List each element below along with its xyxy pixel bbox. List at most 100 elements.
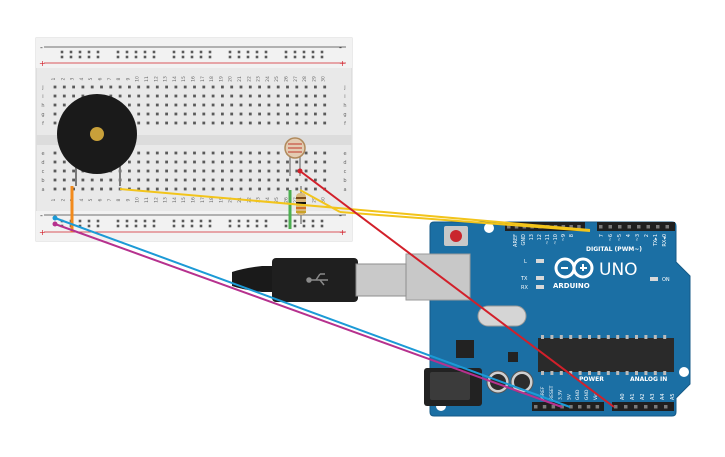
arduino-uno: UNO ARDUINO L TX RX ON DIGITAL (PWM~) PO… (405, 221, 691, 417)
analog-pin-label: A3 (650, 393, 656, 400)
rail-hole (181, 219, 185, 223)
header-pin (644, 405, 648, 409)
breadboard-hole (174, 112, 178, 116)
header-pin (664, 405, 668, 409)
column-number: 4 (79, 198, 85, 201)
breadboard-hole (221, 187, 224, 191)
breadboard-hole (62, 178, 66, 182)
rail-hole (237, 50, 241, 54)
rail-plus-br: + (339, 228, 346, 237)
breadboard-hole (239, 121, 243, 125)
breadboard-hole (239, 187, 243, 191)
breadboard-hole (267, 112, 271, 116)
breadboard-hole (211, 187, 215, 191)
rail-hole (143, 50, 147, 54)
breadboard-hole (193, 85, 196, 89)
breadboard-hole (62, 160, 66, 164)
breadboard-hole (314, 178, 317, 182)
column-number: 11 (144, 76, 150, 82)
rail-hole (143, 219, 147, 223)
breadboard-hole (128, 94, 131, 98)
breadboard-hole (258, 112, 261, 116)
mount-hole-tl (484, 223, 494, 233)
chip-pin (663, 371, 667, 375)
breadboard-hole (53, 160, 57, 164)
rail-hole (264, 224, 268, 228)
header-pin (542, 405, 547, 409)
breadboard-hole (146, 121, 150, 125)
header-pin (507, 225, 511, 229)
analog-pin-label: A5 (670, 393, 676, 400)
breadboard-hole (165, 121, 168, 125)
column-number: 17 (200, 76, 206, 82)
breadboard-hole (146, 112, 150, 116)
chip-pin (616, 371, 620, 375)
breadboard-hole (314, 169, 317, 173)
breadboard-hole (267, 178, 271, 182)
breadboard-hole (109, 178, 113, 182)
breadboard-hole (137, 85, 141, 89)
red-wire (299, 170, 615, 408)
digital-pin-label: GND (521, 234, 527, 246)
row-letter: i (344, 94, 345, 100)
breadboard-hole (183, 94, 187, 98)
breadboard-hole (90, 85, 94, 89)
breadboard-hole (221, 160, 224, 164)
breadboard-hole (193, 94, 196, 98)
breadboard-hole (239, 103, 243, 107)
breadboard-hole (230, 85, 234, 89)
digital-pin-label: 4 (626, 234, 632, 237)
power-pin-label: RESET (549, 385, 555, 400)
breadboard-hole (72, 169, 75, 173)
digital-pin-label: 7 (599, 234, 605, 237)
row-letter: f (42, 121, 44, 127)
breadboard-hole (230, 103, 234, 107)
header-pin (586, 405, 591, 409)
breadboard-hole (239, 169, 243, 173)
chip-pin (588, 371, 591, 375)
column-number: 3 (70, 77, 76, 80)
digital-pin-label: ~5 (617, 234, 623, 241)
column-number: 29 (311, 197, 317, 203)
breadboard-hole (193, 160, 196, 164)
rail-hole (69, 55, 73, 59)
rail-hole (134, 55, 138, 59)
breadboard-hole (53, 103, 57, 107)
rail-hole (152, 219, 156, 223)
column-number: 25 (274, 76, 280, 82)
breadboard-hole (72, 178, 75, 182)
breadboard-hole (230, 187, 234, 191)
rail-hole (190, 50, 194, 54)
column-number: 9 (125, 198, 131, 201)
rail-hole (143, 224, 147, 228)
breadboard-hole (193, 178, 196, 182)
breadboard-hole (174, 103, 178, 107)
breadboard-hole (295, 85, 299, 89)
rail-hole (293, 50, 297, 54)
row-letter: d (41, 160, 44, 166)
breadboard-hole (146, 178, 150, 182)
column-number: 6 (98, 198, 104, 201)
breadboard-hole (230, 112, 234, 116)
rail-hole (152, 224, 156, 228)
breadboard-hole (100, 187, 103, 191)
breadboard-labels: 1122334455667788991010111112121313141415… (41, 76, 346, 203)
rail-hole (246, 55, 250, 59)
chip-pin (550, 335, 554, 339)
breadboard-hole (53, 169, 57, 173)
reset-button-cap[interactable] (450, 230, 462, 242)
breadboard-hole (295, 94, 299, 98)
breadboard-hole (165, 178, 168, 182)
breadboard-hole (146, 94, 150, 98)
column-number: 1 (51, 198, 57, 201)
row-letter: d (343, 160, 346, 166)
column-number: 15 (181, 76, 187, 82)
breadboard-hole (183, 112, 187, 116)
breadboard-hole (155, 187, 159, 191)
breadboard-hole (137, 121, 141, 125)
breadboard-hole (258, 169, 261, 173)
column-number: 28 (302, 76, 308, 82)
column-number: 16 (191, 197, 197, 203)
breadboard-hole (230, 160, 234, 164)
rail-hole (311, 50, 315, 54)
